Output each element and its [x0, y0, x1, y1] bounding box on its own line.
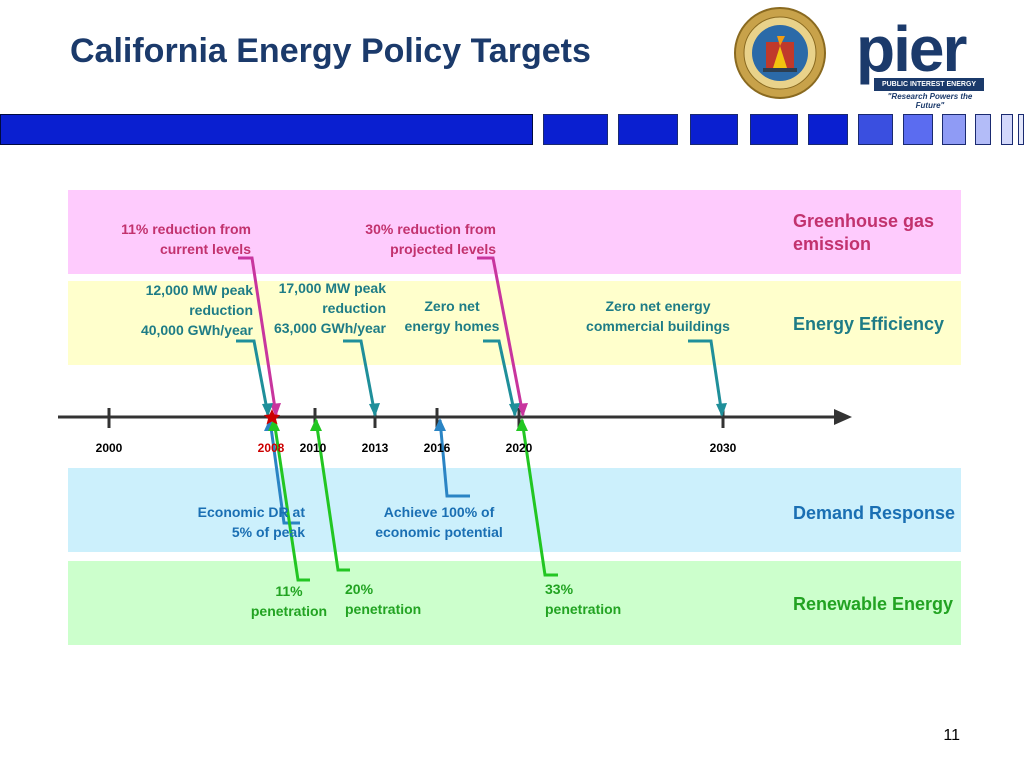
category-renewable-energy: Renewable Energy — [793, 594, 954, 614]
connector-re-2008 — [272, 419, 310, 582]
header-square — [903, 114, 933, 145]
annotation-ee-2020: Zero net energy homes — [396, 296, 508, 336]
header-bar — [0, 114, 533, 145]
annotation-ee-2030: Zero net energy commercial buildings — [558, 296, 758, 336]
current-year-star-icon — [264, 409, 280, 425]
annotation-ee-2013: 17,000 MW peak reduction 63,000 GWh/year — [255, 278, 386, 338]
arrowhead-icon — [716, 403, 727, 417]
header-square — [618, 114, 678, 145]
arrowhead-icon — [509, 403, 520, 417]
band-renewable-energy — [68, 561, 961, 645]
arrowhead-icon — [270, 403, 281, 417]
annotation-line: 63,000 GWh/year — [273, 320, 386, 336]
annotation-line: 33% — [545, 581, 574, 597]
annotation-line: 11% — [275, 583, 303, 599]
annotation-re-2013: 20% penetration — [345, 579, 435, 619]
annotation-line: economic potential — [375, 524, 503, 540]
year-label-2008: 2008 — [257, 441, 285, 455]
annotation-line: 40,000 GWh/year — [140, 322, 253, 338]
annotation-line: energy homes — [404, 318, 500, 334]
connector-ee-2013 — [343, 339, 377, 416]
annotation-line: Zero net energy — [605, 298, 711, 314]
annotation-line: Achieve 100% of — [383, 504, 495, 520]
pier-fullname: PUBLIC INTEREST ENERGY RESEARCH — [874, 78, 984, 101]
header-square — [750, 114, 798, 145]
connector-ghg-2008 — [238, 256, 278, 416]
connector-ee-2008 — [236, 339, 270, 416]
arrowhead-icon — [262, 403, 273, 417]
year-label-2016: 2016 — [423, 441, 451, 455]
slide-title: California Energy Policy Targets — [70, 32, 591, 70]
annotation-line: 11% reduction from — [121, 221, 251, 237]
connector-ee-2030 — [688, 339, 724, 416]
annotation-line: penetration — [545, 601, 622, 617]
category-greenhouse-gas: Greenhouse gas emission — [793, 211, 935, 254]
annotation-line: commercial buildings — [586, 318, 730, 334]
header-square — [942, 114, 966, 145]
annotation-dr-2016: Achieve 100% of economic potential — [364, 502, 514, 542]
band-greenhouse-gas — [68, 190, 961, 274]
connector-dr-2008 — [268, 419, 300, 525]
header-square — [690, 114, 738, 145]
annotation-line: 5% of peak — [231, 524, 305, 540]
band-demand-response — [68, 468, 961, 552]
header-square — [975, 114, 991, 145]
annotation-line: current levels — [159, 241, 251, 257]
annotation-line: Zero net — [424, 298, 480, 314]
annotation-line: 30% reduction from — [365, 221, 496, 237]
annotation-line: reduction — [322, 300, 386, 316]
timeline-arrowhead-icon — [834, 409, 852, 425]
annotation-line: 17,000 MW peak — [278, 280, 386, 296]
arrowhead-icon — [369, 403, 380, 417]
annotation-dr-2008: Economic DR at 5% of peak — [180, 502, 305, 542]
category-demand-response: Demand Response — [793, 503, 956, 523]
annotation-re-2020: 33% penetration — [545, 579, 635, 619]
arrowhead-icon — [517, 403, 528, 417]
pier-wordmark: pier — [856, 13, 967, 85]
annotation-ee-2008: 12,000 MW peak reduction 40,000 GWh/year — [120, 280, 253, 340]
annotation-line: projected levels — [390, 241, 496, 257]
annotation-line: penetration — [345, 601, 422, 617]
header-square — [858, 114, 893, 145]
annotation-line: reduction — [189, 302, 253, 318]
band-energy-efficiency — [68, 281, 961, 365]
energy-commission-seal-icon — [734, 7, 826, 99]
year-label-2020: 2020 — [505, 441, 533, 455]
connector-re-2010 — [314, 419, 350, 572]
annotation-line: Economic DR at — [197, 504, 305, 520]
arrowhead-icon — [516, 418, 528, 431]
arrowhead-icon — [268, 418, 280, 431]
header-square — [543, 114, 608, 145]
annotation-re-2010: 11% penetration — [245, 581, 333, 621]
header-square — [808, 114, 848, 145]
annotation-line: 12,000 MW peak — [145, 282, 253, 298]
arrowhead-icon — [310, 418, 322, 431]
annotation-line: 20% — [345, 581, 374, 597]
page-number: 11 — [943, 727, 960, 744]
connector-dr-2016 — [438, 419, 470, 498]
connector-ghg-2020 — [477, 256, 525, 416]
pier-tagline: "Research Powers the Future" — [887, 92, 973, 110]
year-label-2030: 2030 — [709, 441, 737, 455]
category-energy-efficiency: Energy Efficiency — [793, 314, 945, 334]
arrowhead-icon — [434, 418, 446, 431]
year-label-2013: 2013 — [361, 441, 389, 455]
annotation-ghg-2008: 11% reduction from current levels — [100, 219, 251, 259]
header-square — [1001, 114, 1013, 145]
annotation-line: penetration — [250, 603, 328, 619]
annotation-ghg-2020: 30% reduction from projected levels — [340, 219, 496, 259]
connector-re-2020 — [520, 419, 558, 577]
connector-ee-2020 — [483, 339, 517, 416]
year-label-2000: 2000 — [95, 441, 123, 455]
year-label-2010: 2010 — [299, 441, 327, 455]
